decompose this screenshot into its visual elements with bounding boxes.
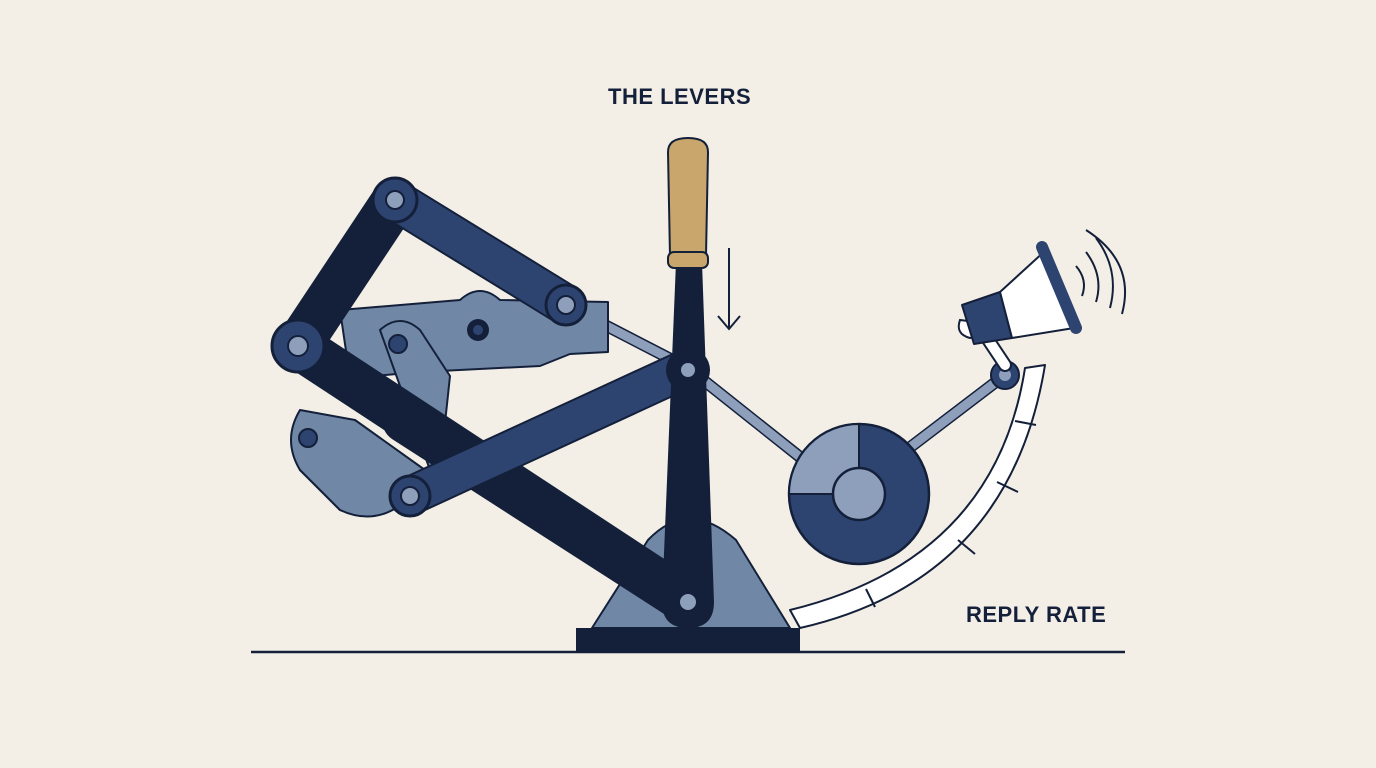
reply-rate-label: REPLY RATE — [966, 602, 1107, 627]
pivot-joints — [270, 176, 1020, 616]
main-lever — [662, 262, 714, 628]
left-dark-link — [275, 177, 418, 369]
base-plate — [576, 628, 800, 652]
down-arrow-icon — [717, 248, 741, 331]
megaphone-icon — [957, 229, 1126, 372]
reply-rate-gauge-icon — [789, 364, 1046, 629]
diagram-title: THE LEVERS — [608, 84, 752, 109]
lever-handle-icon — [666, 136, 710, 269]
flywheel — [787, 422, 931, 566]
